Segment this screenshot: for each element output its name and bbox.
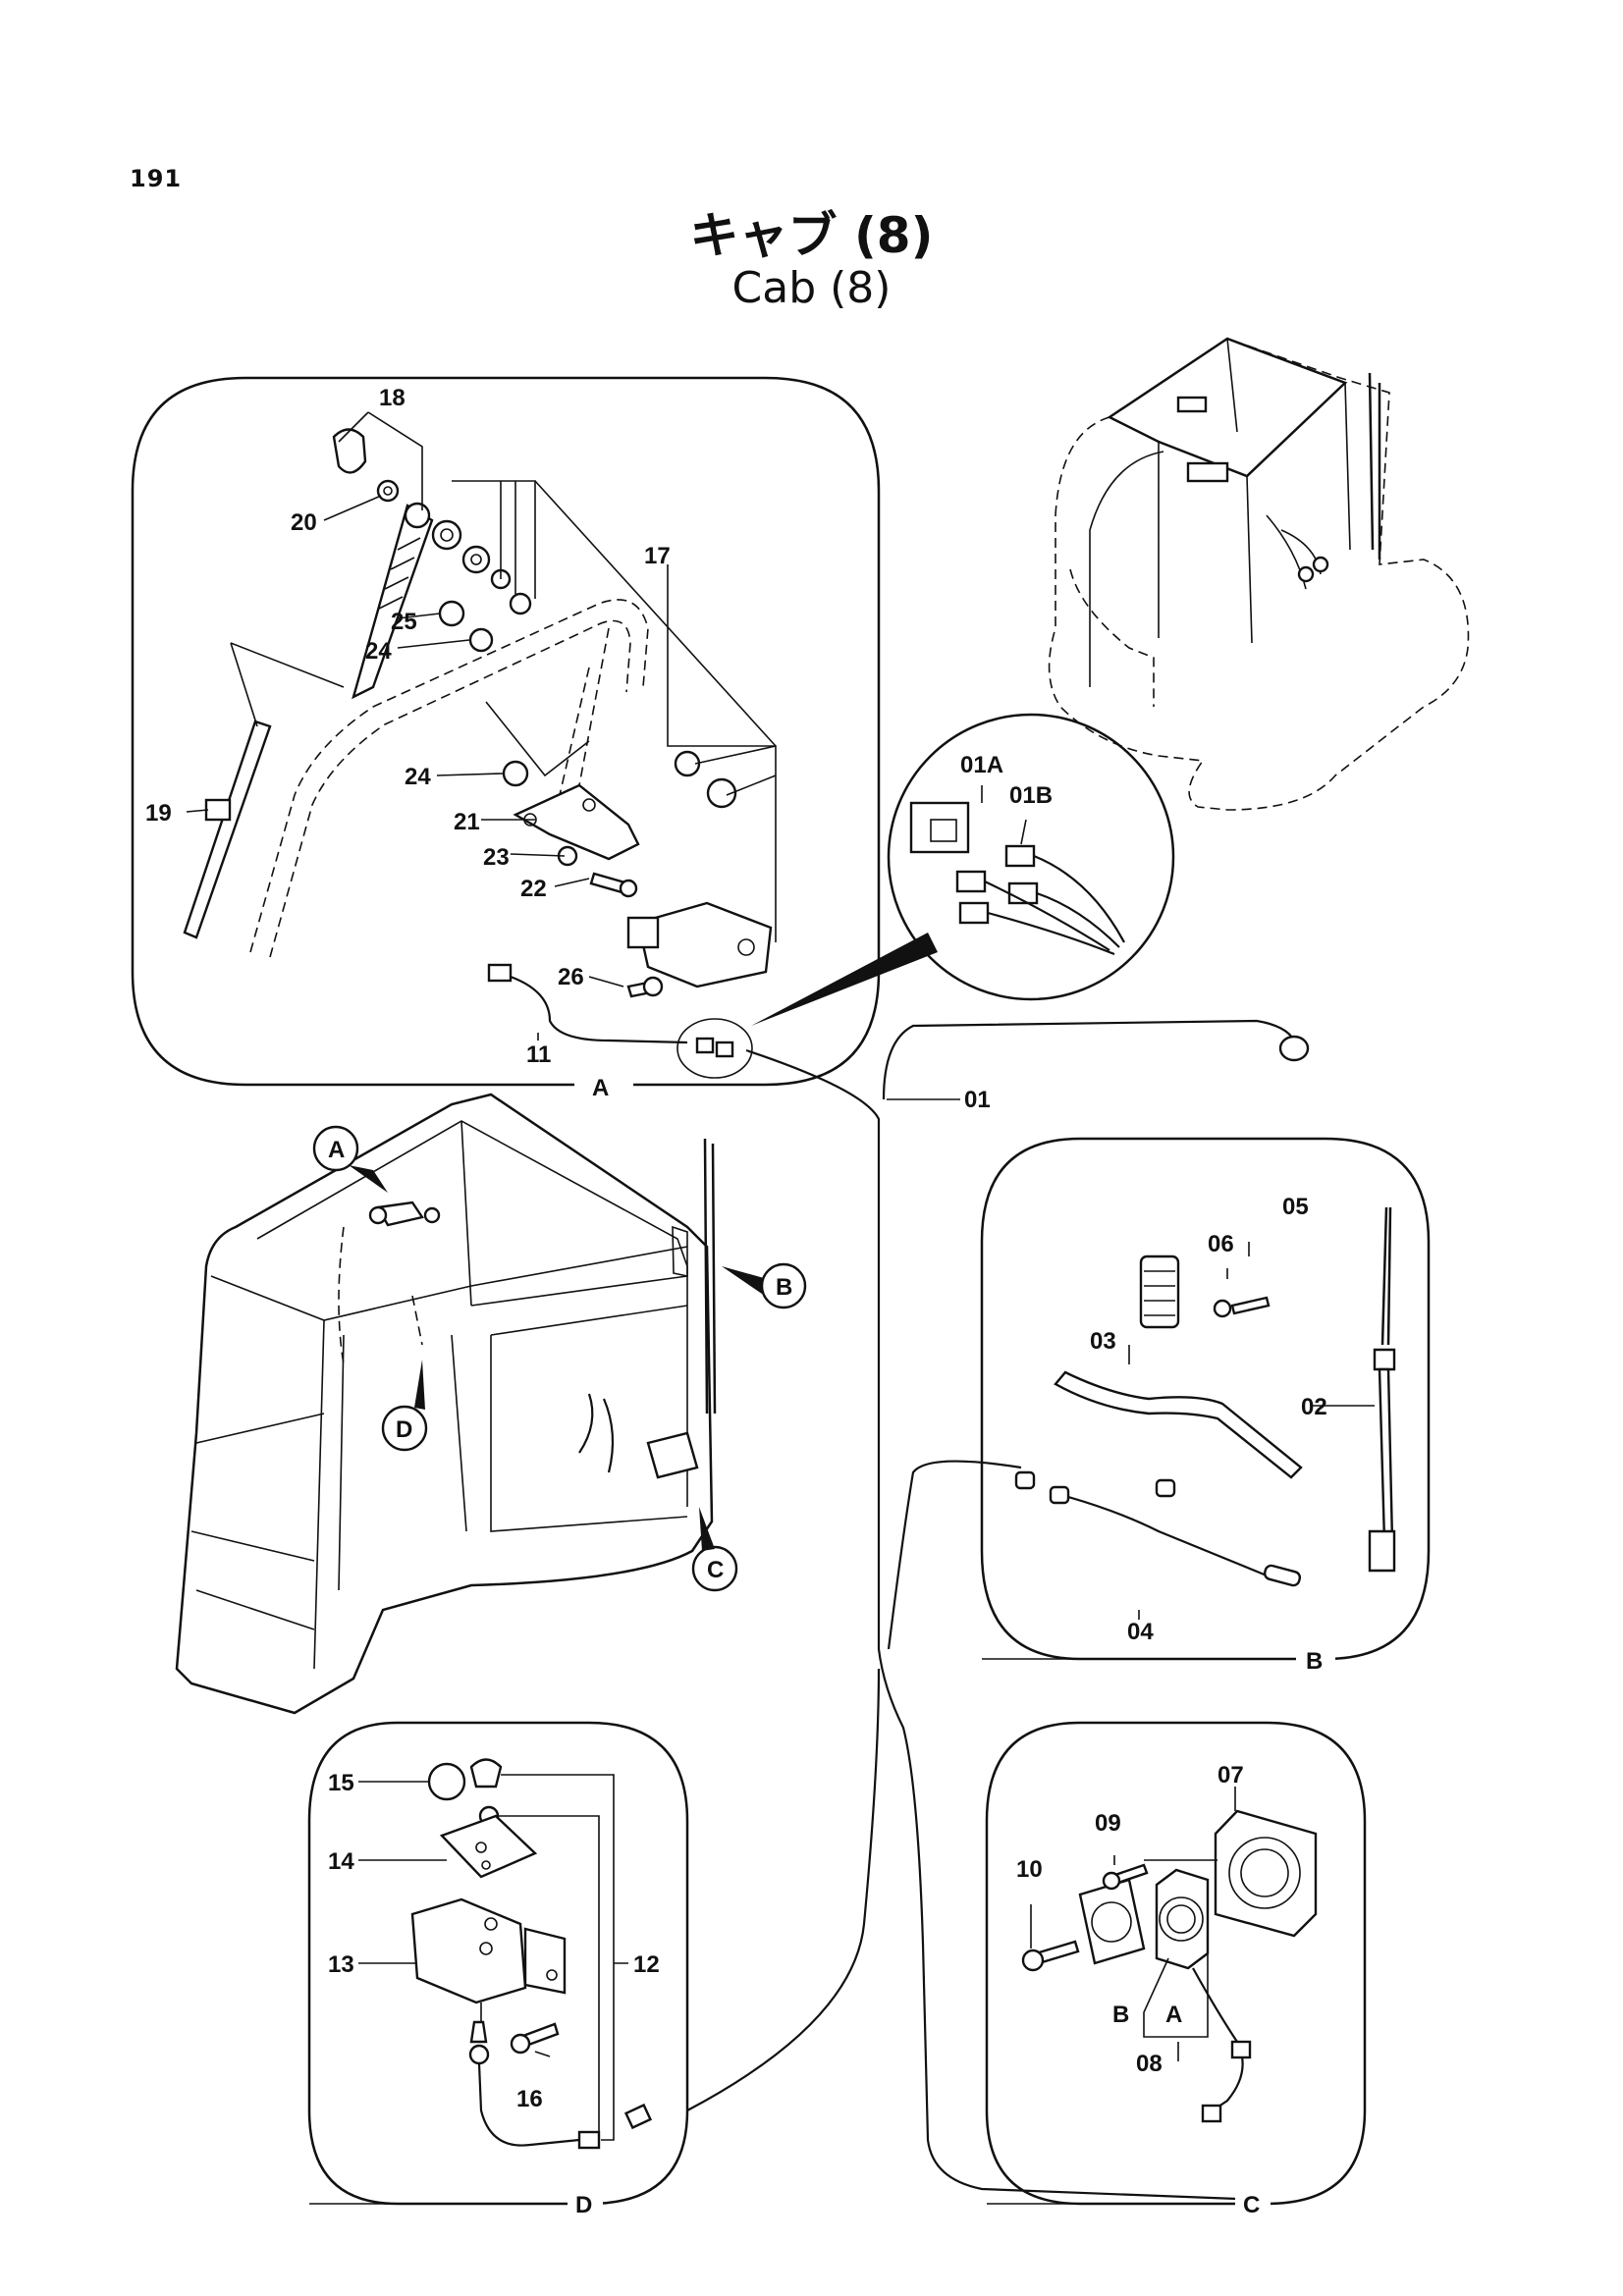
part-label-01: 01 — [964, 1087, 991, 1113]
part-label-10: 10 — [1016, 1856, 1043, 1883]
part-label-08B: B — [1112, 2002, 1129, 2028]
page-number: 191 — [130, 165, 183, 192]
wiper-cap — [332, 428, 367, 474]
part-label-08: 08 — [1136, 2051, 1163, 2077]
part-label-17: 17 — [644, 543, 671, 569]
part-label-04: 04 — [1127, 1619, 1154, 1645]
wiper-nuts-washers — [376, 479, 737, 809]
part-label-09: 09 — [1095, 1810, 1121, 1837]
detail-marker-b-label: B — [776, 1274, 792, 1301]
part-label-01A: 01A — [960, 752, 1003, 778]
detail-panel-d: D 15 14 13 12 16 — [307, 1721, 689, 2218]
bolts-detail-a — [557, 845, 664, 998]
part-label-21: 21 — [454, 809, 480, 835]
part-label-06: 06 — [1208, 1231, 1234, 1257]
part-label-11: 11 — [526, 1041, 551, 1068]
part-label-19: 19 — [145, 800, 172, 827]
part-label-26: 26 — [558, 964, 584, 990]
detail-marker-a[interactable]: A — [312, 1125, 388, 1193]
detail-marker-a-label: A — [328, 1137, 345, 1163]
part-label-02: 02 — [1301, 1394, 1327, 1420]
cab-overview — [1048, 337, 1470, 811]
detail-panel-b: B 05 06 03 02 04 — [980, 1137, 1431, 1675]
detail-panel-c: C 07 09 10 A B 08 — [985, 1721, 1367, 2218]
panel-label-c: C — [1243, 2192, 1260, 2218]
detail-marker-d[interactable]: D — [381, 1360, 428, 1452]
part-label-15: 15 — [328, 1770, 354, 1796]
page-title-japanese: キャブ (8) — [689, 207, 934, 264]
part-label-18: 18 — [379, 385, 406, 411]
wiper-arm — [352, 502, 434, 700]
part-label-23: 23 — [483, 844, 510, 871]
part-label-08A: A — [1165, 2002, 1182, 2028]
detail-marker-c-label: C — [707, 1557, 724, 1583]
wiper-bracket — [513, 783, 640, 861]
detail-marker-c[interactable]: C — [691, 1507, 738, 1592]
part-label-22: 22 — [520, 876, 547, 902]
part-label-05: 05 — [1282, 1194, 1309, 1220]
part-label-20: 20 — [291, 509, 317, 536]
part-label-14: 14 — [328, 1848, 354, 1875]
connector-detail-circle: 01A 01B — [751, 713, 1175, 1026]
front-window-frame — [249, 599, 649, 958]
leaders-detail-a — [186, 411, 777, 988]
part-label-24-top: 24 — [365, 638, 392, 665]
detail-marker-d-label: D — [396, 1416, 412, 1443]
wire-harness-11 — [487, 963, 753, 1079]
wiper-motor — [626, 901, 773, 988]
part-label-13: 13 — [328, 1951, 354, 1978]
panel-label-a: A — [592, 1075, 609, 1101]
part-label-01B: 01B — [1009, 782, 1053, 809]
detail-marker-b[interactable]: B — [722, 1262, 807, 1309]
part-label-16: 16 — [516, 2086, 543, 2112]
part-label-25: 25 — [391, 609, 417, 635]
panel-label-b: B — [1306, 1648, 1323, 1675]
main-cab — [175, 1093, 717, 1715]
part-label-07: 07 — [1217, 1762, 1244, 1789]
part-label-03: 03 — [1090, 1328, 1116, 1355]
panel-label-d: D — [575, 2192, 592, 2218]
wiper-blade — [183, 720, 272, 939]
detail-panel-a: A — [131, 376, 881, 1101]
main-harness-01: 01 — [623, 1019, 1310, 2201]
part-label-12: 12 — [633, 1951, 660, 1978]
page-title-english: Cab (8) — [731, 263, 892, 313]
part-label-24-mid: 24 — [405, 764, 431, 790]
